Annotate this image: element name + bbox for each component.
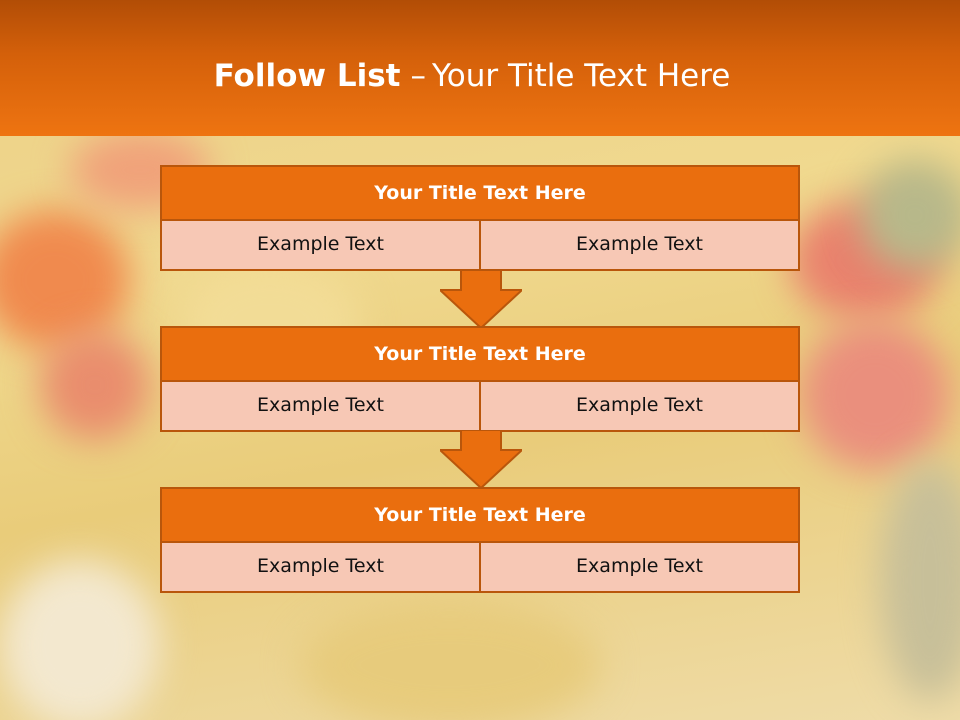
header-band xyxy=(0,0,960,136)
step-row: Example Text Example Text xyxy=(160,382,800,432)
step-cell-left: Example Text xyxy=(160,221,481,271)
step-box-1: Your Title Text Here Example Text Exampl… xyxy=(160,165,800,271)
slide-title: Follow List–Your Title Text Here xyxy=(0,52,944,100)
down-arrow-icon xyxy=(440,270,522,328)
step-row: Example Text Example Text xyxy=(160,543,800,593)
step-box-3: Your Title Text Here Example Text Exampl… xyxy=(160,487,800,593)
title-bold: Follow List xyxy=(213,58,401,94)
step-cell-left: Example Text xyxy=(160,543,481,593)
step-title: Your Title Text Here xyxy=(160,165,800,221)
step-cell-right: Example Text xyxy=(479,221,800,271)
title-separator: – xyxy=(410,58,426,94)
step-row: Example Text Example Text xyxy=(160,221,800,271)
step-box-2: Your Title Text Here Example Text Exampl… xyxy=(160,326,800,432)
step-cell-right: Example Text xyxy=(479,543,800,593)
step-title: Your Title Text Here xyxy=(160,487,800,543)
step-cell-left: Example Text xyxy=(160,382,481,432)
step-cell-right: Example Text xyxy=(479,382,800,432)
step-title: Your Title Text Here xyxy=(160,326,800,382)
down-arrow-icon xyxy=(440,430,522,488)
title-text: Your Title Text Here xyxy=(431,58,731,94)
